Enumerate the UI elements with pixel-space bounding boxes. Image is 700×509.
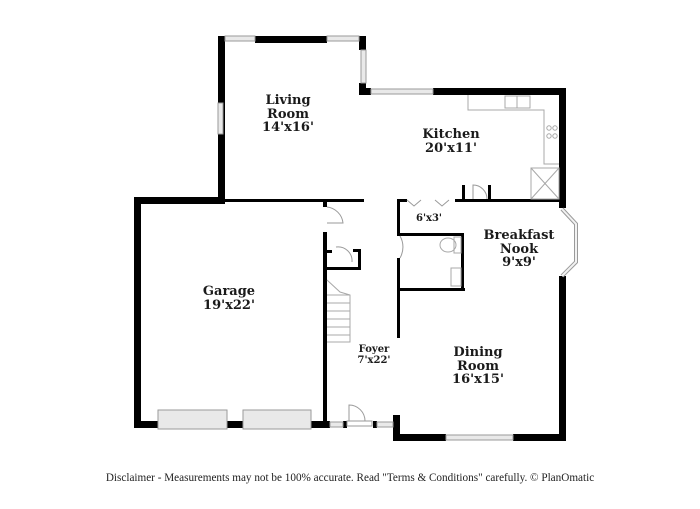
room-name: Foyer [358, 344, 390, 355]
room-dimensions: 20'x11' [425, 140, 477, 156]
room-label-living-room: Living Room 14'x16' [262, 94, 314, 135]
room-name: Kitchen [422, 127, 480, 142]
room-label-closet: 6'x3' [415, 213, 443, 225]
room-name: Garage [202, 284, 256, 299]
room-dimensions: 19'x22' [203, 297, 255, 313]
room-name: Room [267, 106, 309, 122]
doors [326, 184, 488, 427]
room-dimensions: 16'x15' [452, 372, 504, 388]
room-label-dining-room: Dining Room 16'x15' [452, 346, 504, 387]
room-label-breakfast-nook: Breakfast Nook 9'x9' [484, 229, 555, 270]
room-dimensions: 14'x16' [262, 120, 314, 136]
fixtures [326, 95, 560, 343]
room-name: Room [457, 358, 499, 374]
room-name: Breakfast [483, 228, 555, 243]
room-dimensions: 7'x22' [357, 354, 391, 366]
room-label-kitchen: Kitchen 20'x11' [422, 128, 479, 155]
windows [157, 35, 578, 441]
room-name: Nook [499, 241, 539, 257]
disclaimer-text: Disclaimer - Measurements may not be 100… [105, 472, 595, 484]
room-dimensions: 6'x3' [415, 213, 443, 224]
room-name: Dining [453, 345, 503, 360]
room-label-garage: Garage 19'x22' [203, 285, 255, 312]
room-label-foyer: Foyer 7'x22' [357, 344, 391, 366]
room-name: Living [265, 93, 311, 108]
room-dimensions: 9'x9' [502, 255, 536, 271]
